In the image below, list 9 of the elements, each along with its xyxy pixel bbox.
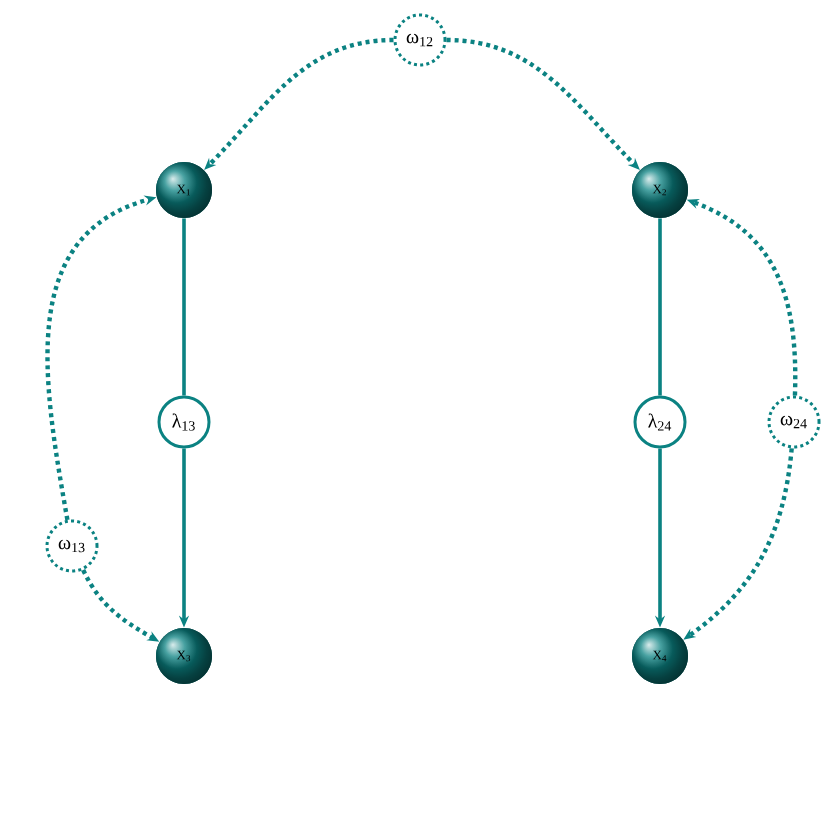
- connector-line: [182, 218, 186, 396]
- circle-node: λ$_{24}$: [633, 395, 687, 449]
- connector-line: [658, 218, 662, 396]
- dotted-circle-node: ω$_{24}$: [767, 395, 821, 449]
- dotted-circle-node: ω$_{13}$: [45, 519, 99, 573]
- circle-node: λ$_{13}$: [157, 395, 211, 449]
- dotted-arrow: [446, 37, 640, 170]
- dotted-arrow: [204, 37, 394, 170]
- dotted-circle-node: ω$_{12}$: [393, 13, 447, 67]
